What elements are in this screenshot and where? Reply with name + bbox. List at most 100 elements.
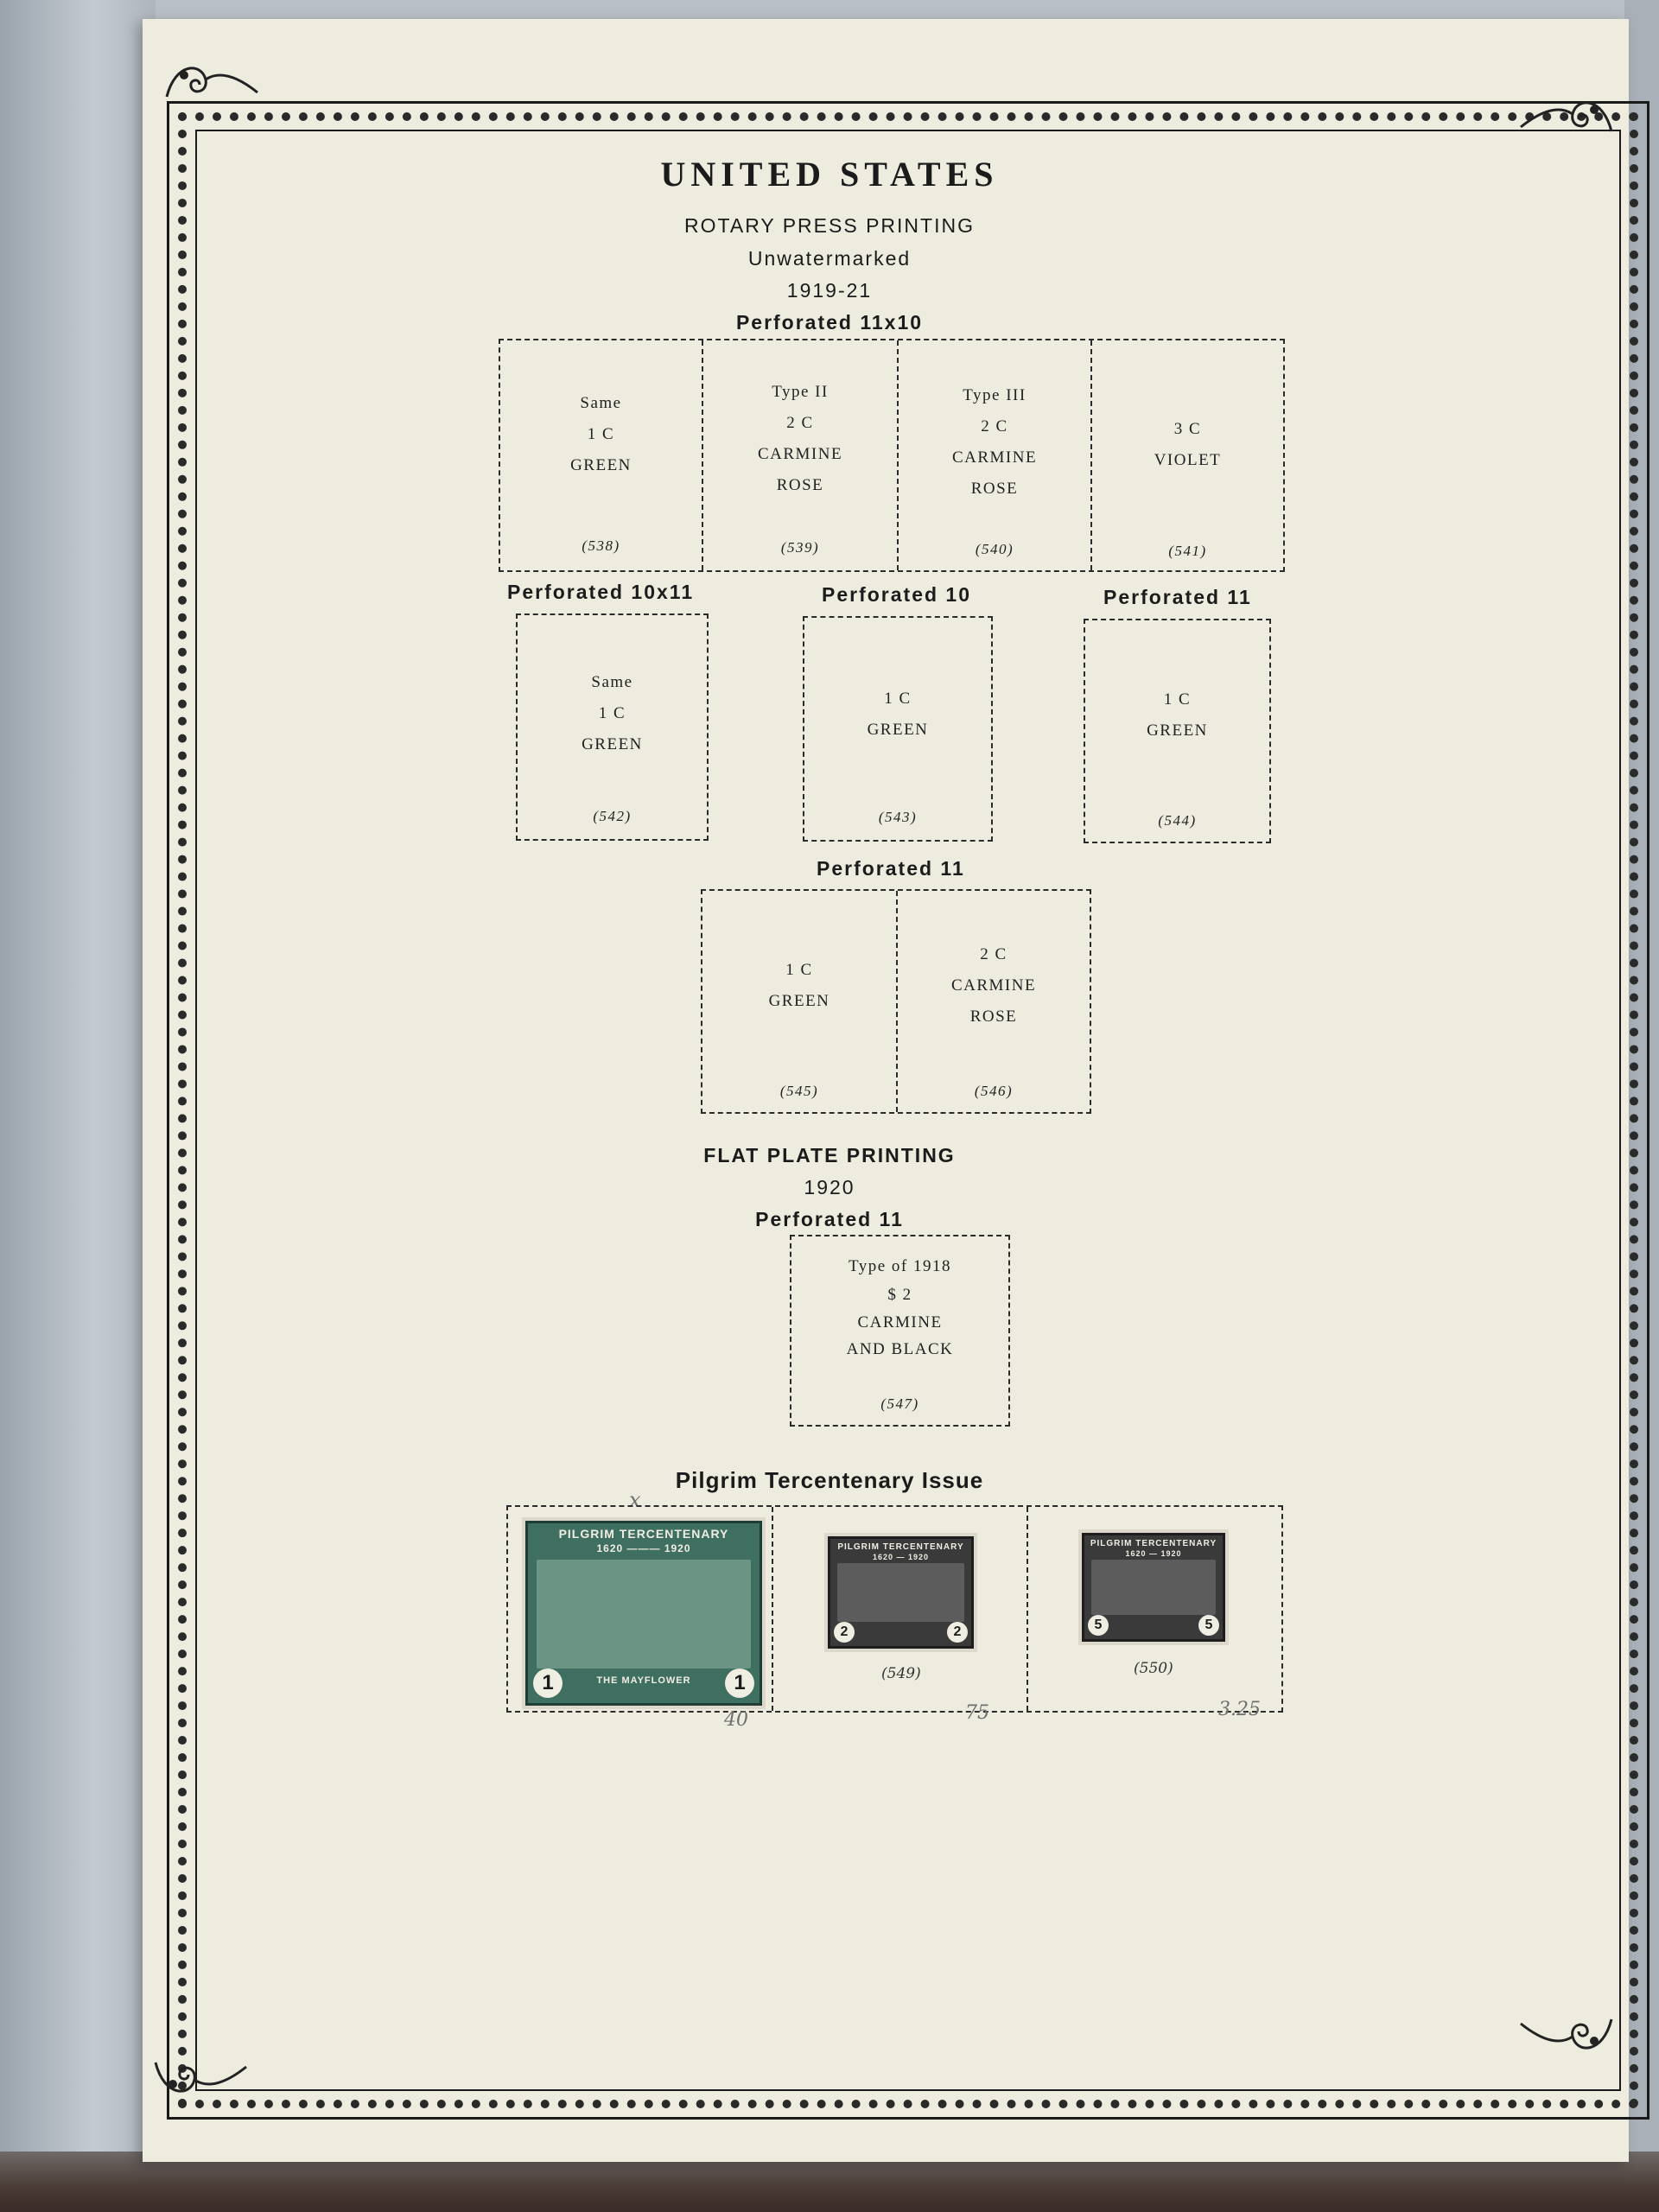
perforation-label: Perforated 11 — [817, 857, 965, 880]
catalog-number: (541) — [1168, 543, 1207, 559]
stamp-space-542: Same 1 C GREEN (542) — [516, 613, 709, 841]
stamp-denomination: $ 2 — [887, 1286, 912, 1304]
stamp-type: Same — [591, 673, 633, 691]
flourish-bottom-left-icon — [154, 2062, 247, 2093]
flourish-top-right-icon — [1520, 101, 1613, 132]
stamp-type: Type III — [963, 386, 1027, 404]
stamp-years: 1620 — 1920 — [872, 1553, 930, 1561]
stamp-denomination: 3 C — [1173, 420, 1202, 438]
year-range: 1919-21 — [786, 279, 873, 302]
section-heading: Pilgrim Tercentenary Issue — [675, 1467, 984, 1493]
stamp-years: 1620 ——— 1920 — [596, 1542, 691, 1554]
perforation-label: Perforated 10x11 — [507, 581, 695, 603]
stamp-space-546: 2 C CARMINE ROSE (546) — [898, 891, 1090, 1112]
border-inner-line — [195, 130, 1621, 2091]
stamp-color: GREEN — [867, 721, 929, 739]
stamp-type: Type of 1918 — [848, 1257, 952, 1275]
catalog-number: (539) — [780, 539, 820, 556]
stamp-type: Type II — [772, 383, 829, 401]
flourish-bottom-right-icon — [1520, 2018, 1613, 2050]
page-border — [167, 101, 1649, 2120]
border-wave-pattern — [178, 112, 1638, 2108]
stamp-denomination: 2 C — [980, 945, 1007, 963]
cell-divider — [896, 891, 898, 1112]
stamp-color: CARMINE — [857, 1313, 943, 1332]
stamp-color: GREEN — [768, 992, 830, 1010]
pencil-price: 3.25 — [1218, 1699, 1261, 1720]
flourish-top-left-icon — [165, 67, 258, 98]
catalog-number: (542) — [593, 808, 632, 824]
perforation-label: Perforated 11 — [755, 1208, 904, 1230]
cell-divider — [897, 340, 899, 570]
catalog-number: (538) — [582, 537, 620, 554]
section-heading: ROTARY PRESS PRINTING — [684, 214, 975, 237]
stamp-denomination: 2 — [834, 1622, 855, 1643]
stamp-color: GREEN — [570, 456, 632, 474]
landing-vignette — [837, 1563, 964, 1622]
stamp-denomination: 1 C — [598, 704, 626, 722]
stamp-inscription: PILGRIM TERCENTENARY — [837, 1542, 964, 1552]
stamp-space-539: Type II 2 C CARMINE ROSE (539) — [703, 340, 897, 570]
background-left — [0, 0, 156, 2212]
stamp-years: 1620 — 1920 — [1125, 1549, 1182, 1558]
stamp-denomination: 1 C — [1163, 690, 1192, 709]
catalog-number: (543) — [878, 809, 918, 825]
stamp-denomination: 1 C — [884, 690, 912, 708]
pencil-price: 75 — [965, 1702, 989, 1724]
cell-divider — [702, 340, 703, 570]
stamp-space-543: 1 C GREEN (543) — [803, 616, 993, 842]
catalog-number: (545) — [779, 1083, 819, 1099]
watermark-note: Unwatermarked — [747, 247, 912, 270]
stamp-compact-5c: PILGRIM TERCENTENARY 1620 — 1920 5 5 — [1082, 1533, 1225, 1642]
stamp-color: CARMINE — [757, 445, 843, 463]
stamp-color: CARMINE — [951, 448, 1038, 467]
catalog-number: (544) — [1158, 812, 1197, 829]
stamp-color: CARMINE — [950, 976, 1037, 995]
stamp-inscription: PILGRIM TERCENTENARY — [1090, 1539, 1217, 1548]
album-page — [143, 19, 1649, 2162]
stamp-denomination: 2 C — [981, 417, 1008, 435]
compact-vignette — [1091, 1560, 1216, 1615]
stamp-space-row-pilgrim — [506, 1505, 1283, 1713]
perforation-label: Perforated 11x10 — [735, 311, 924, 334]
stamp-denomination: 1 C — [587, 425, 615, 443]
stamp-denomination: 1 — [725, 1669, 754, 1698]
stamp-color-2: AND BLACK — [846, 1340, 954, 1358]
catalog-number: (549) — [881, 1665, 921, 1682]
stamp-color-2: ROSE — [969, 1007, 1018, 1026]
pencil-price: 40 — [724, 1709, 748, 1731]
stamp-space-545: 1 C GREEN (545) — [702, 891, 896, 1112]
catalog-number: (546) — [974, 1083, 1014, 1099]
stamp-inscription: PILGRIM TERCENTENARY — [558, 1527, 729, 1541]
stamp-color: GREEN — [582, 735, 643, 753]
catalog-number: (550) — [1134, 1660, 1173, 1677]
stamp-denomination: 2 C — [786, 414, 814, 432]
stamp-space-544: 1 C GREEN (544) — [1084, 619, 1271, 843]
cell-divider — [772, 1507, 773, 1711]
stamp-landing-2c: PILGRIM TERCENTENARY 1620 — 1920 2 2 — [828, 1536, 974, 1649]
stamp-denomination: 2 — [947, 1622, 968, 1643]
stamp-color-2: ROSE — [776, 476, 824, 494]
stamp-space-538: Same 1 C GREEN (538) — [500, 340, 702, 570]
stamp-space-540: Type III 2 C CARMINE ROSE (540) — [899, 340, 1090, 570]
stamp-type: Same — [580, 394, 622, 412]
stamp-caption: THE MAYFLOWER — [596, 1675, 691, 1686]
section-heading: FLAT PLATE PRINTING — [703, 1144, 956, 1166]
stamp-space-row-3: 1 C GREEN (545) 2 C CARMINE ROSE (546) — [701, 889, 1091, 1114]
stamp-mayflower-1c: PILGRIM TERCENTENARY 1620 ——— 1920 1 1 T… — [525, 1521, 762, 1706]
perforation-label: Perforated 11 — [1103, 586, 1252, 608]
cell-divider — [1090, 340, 1092, 570]
catalog-number: (540) — [975, 541, 1014, 557]
stamp-space-row-1: Same 1 C GREEN (538) Type II 2 C CARMINE… — [499, 339, 1285, 572]
stamp-color: VIOLET — [1154, 451, 1222, 469]
perforation-label: Perforated 10 — [822, 583, 972, 606]
stamp-denomination: 5 — [1198, 1615, 1219, 1636]
cell-divider — [1027, 1507, 1028, 1711]
stamp-denomination: 1 — [533, 1669, 563, 1698]
stamp-space-547: Type of 1918 $ 2 CARMINE AND BLACK (547) — [790, 1235, 1010, 1427]
ship-vignette — [537, 1560, 751, 1669]
page-title: UNITED STATES — [660, 155, 999, 194]
stamp-color: GREEN — [1147, 721, 1208, 740]
catalog-number: (547) — [880, 1395, 919, 1412]
year: 1920 — [804, 1176, 855, 1198]
